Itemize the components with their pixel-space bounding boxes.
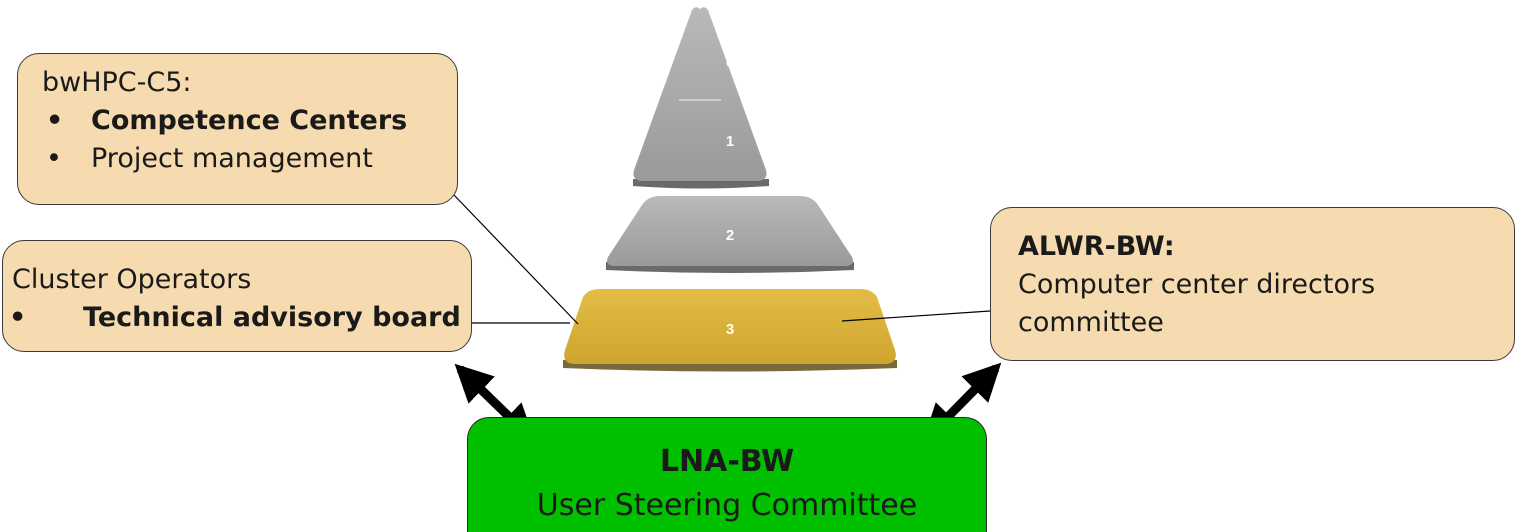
bwhpc-c5-title: bwHPC-C5: [42, 67, 192, 98]
bwhpc-c5-item-project-management: Project management [42, 140, 457, 178]
bwhpc-c5-item-competence-centers: Competence Centers [42, 102, 457, 140]
lna-bw-title: LNA-BW [659, 444, 795, 479]
bwhpc-connector-line [453, 194, 579, 325]
level-3-label: 3 [726, 321, 734, 338]
lna-bw-box: LNA-BW User Steering Committee [467, 417, 987, 532]
pyramid-level-3 [563, 289, 897, 372]
lna-bw-subtitle: User Steering Committee [536, 488, 918, 523]
bwhpc-c5-box: bwHPC-C5: Competence Centers Project man… [17, 53, 458, 205]
alwr-bw-title: ALWR-BW: [1018, 231, 1175, 262]
cluster-operators-title: Cluster Operators [12, 264, 252, 295]
alwr-bw-box: ALWR-BW: Computer center directors commi… [990, 207, 1515, 361]
pyramid-level-top [633, 7, 769, 189]
cluster-operators-list: Technical advisory board [5, 299, 471, 337]
pyramid-level-2 [606, 196, 854, 273]
bwhpc-c5-list: Competence Centers Project management [42, 102, 457, 178]
alwr-bw-line1: Computer center directors [1018, 269, 1376, 300]
level-2-label: 2 [726, 227, 734, 244]
level-1-label: 1 [726, 133, 734, 150]
alwr-bw-line2: committee [1018, 307, 1164, 338]
alwr-connector-line [841, 310, 991, 322]
level-0-label: 0 [726, 54, 734, 71]
cluster-operators-item-technical-advisory-board: Technical advisory board [5, 299, 471, 337]
cluster-operators-box: Cluster Operators Technical advisory boa… [2, 240, 472, 352]
